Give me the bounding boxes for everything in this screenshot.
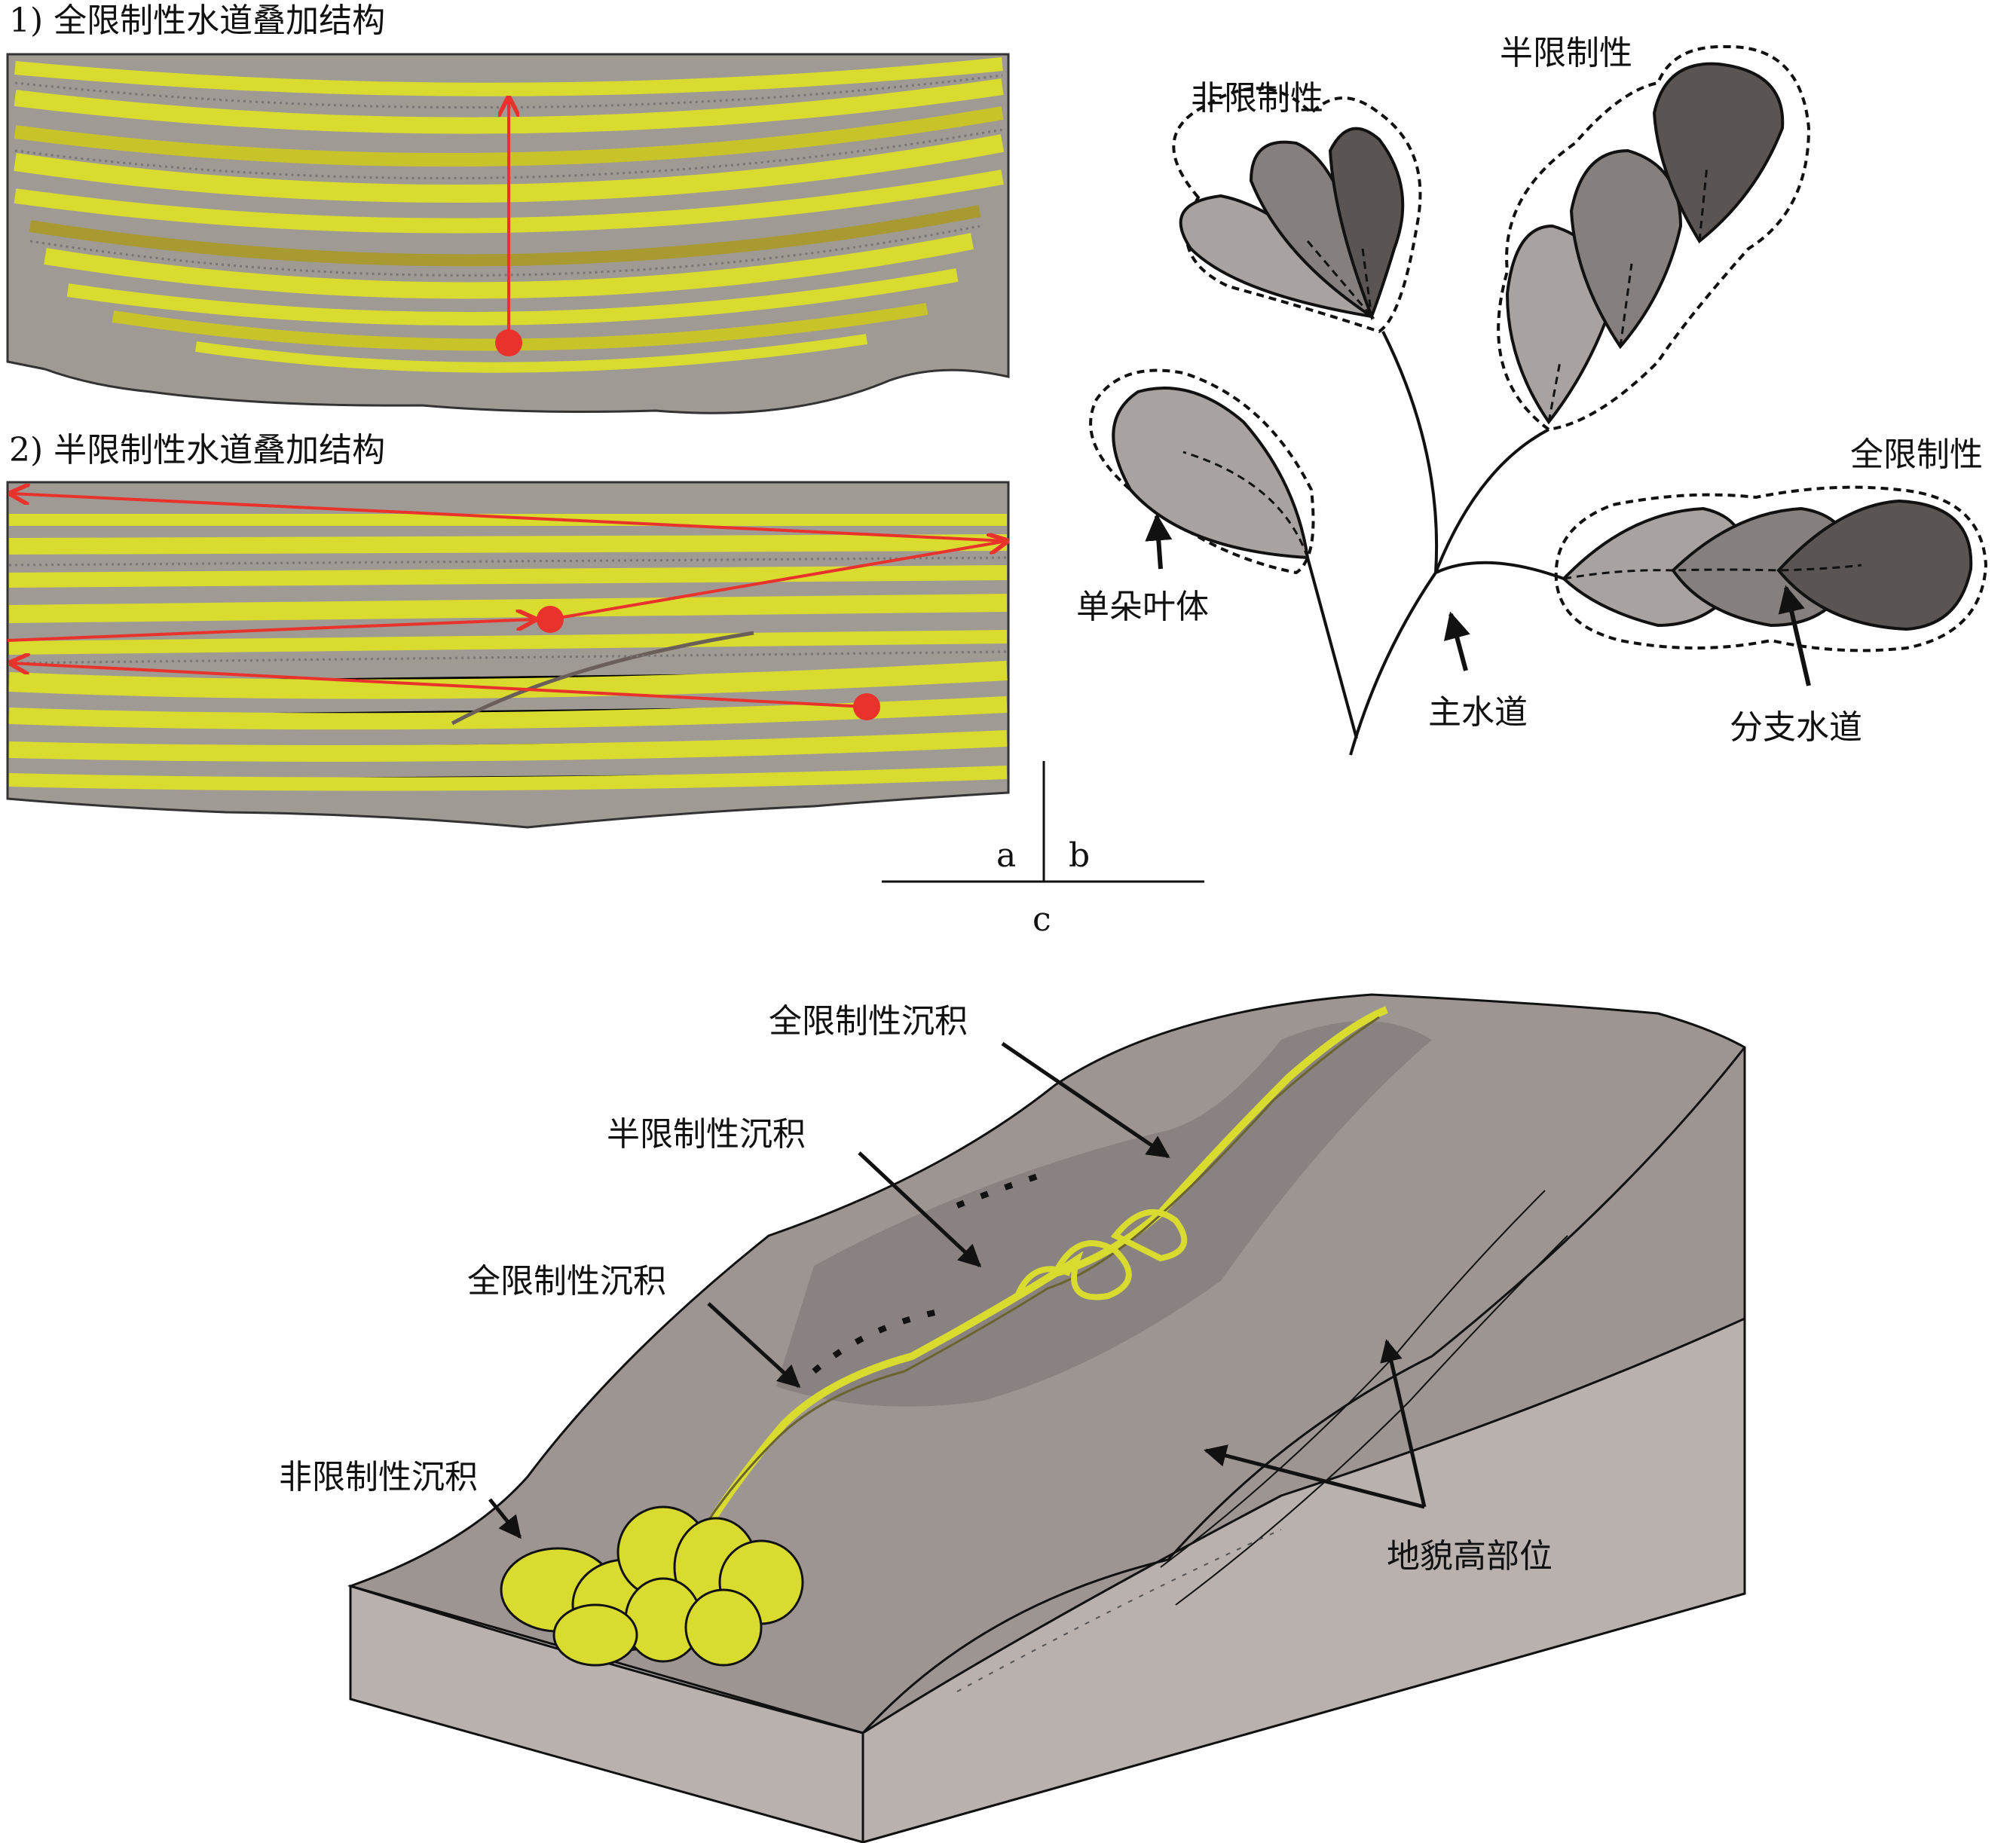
start-point-marker [495, 329, 522, 356]
label-full-confined-deposit-mid: 全限制性沉积 [467, 1262, 666, 1300]
label-high-relief: 地貌高部位 [1387, 1537, 1553, 1576]
lobe-semi-3 [1652, 62, 1785, 243]
lobe-single [1112, 387, 1310, 560]
label-full-confined: 全限制性 [1850, 436, 1983, 474]
section-1-confined: 1) 全限制性水道叠加结构 [6, 2, 1010, 414]
label-unconfined-deposit: 非限制性沉积 [279, 1458, 478, 1496]
lateral-arrow-middle [7, 619, 535, 642]
unconfined-envelope [1172, 87, 1422, 334]
panel-letter-a: a [996, 836, 1016, 875]
terminal-lobes [500, 1505, 804, 1667]
mid-point-marker [537, 606, 564, 633]
lobe-full-3 [1776, 499, 1973, 631]
block-diagram: 全限制性沉积 半限制性沉积 全限制性沉积 非限制性沉积 地貌高部位 [279, 993, 1746, 1843]
lateral-arrow-lower [11, 663, 867, 708]
panel-divider: a b c [882, 761, 1204, 939]
lobe-unconfined-3 [1328, 127, 1405, 321]
full-envelope [1554, 485, 1988, 653]
label-semi-confined: 半限制性 [1500, 34, 1632, 72]
label-branch-channel: 分支水道 [1730, 708, 1862, 747]
section-2-title: 2) 半限制性水道叠加结构 [9, 431, 385, 469]
label-semi-confined-deposit: 半限制性沉积 [607, 1115, 806, 1154]
label-single-lobe: 单朵叶体 [1076, 588, 1209, 626]
start-point-marker-2 [853, 693, 880, 720]
lobe-diagram: 非限制性 半限制性 全限制性 单朵叶体 主水道 分支水道 [1076, 34, 1988, 756]
block-side-face [861, 1316, 1746, 1843]
label-full-confined-deposit-top: 全限制性沉积 [769, 1002, 968, 1041]
lateral-arrow-upper [549, 541, 1007, 621]
section-2-semi-confined: 2) 半限制性水道叠加结构 [6, 431, 1008, 829]
channel-branches [1306, 331, 1565, 756]
lobe-semi-2 [1569, 148, 1683, 350]
section-2-sand-layers [8, 514, 1008, 791]
panel-letter-c: c [1032, 900, 1051, 939]
semi-envelope [1497, 44, 1811, 432]
lateral-arrow-top [11, 494, 1008, 543]
single-lobe-envelope [1089, 368, 1315, 575]
label-unconfined: 非限制性 [1191, 79, 1323, 118]
section-1-title: 1) 全限制性水道叠加结构 [9, 2, 385, 40]
label-main-channel: 主水道 [1428, 693, 1528, 732]
panel-letter-b: b [1069, 836, 1090, 875]
